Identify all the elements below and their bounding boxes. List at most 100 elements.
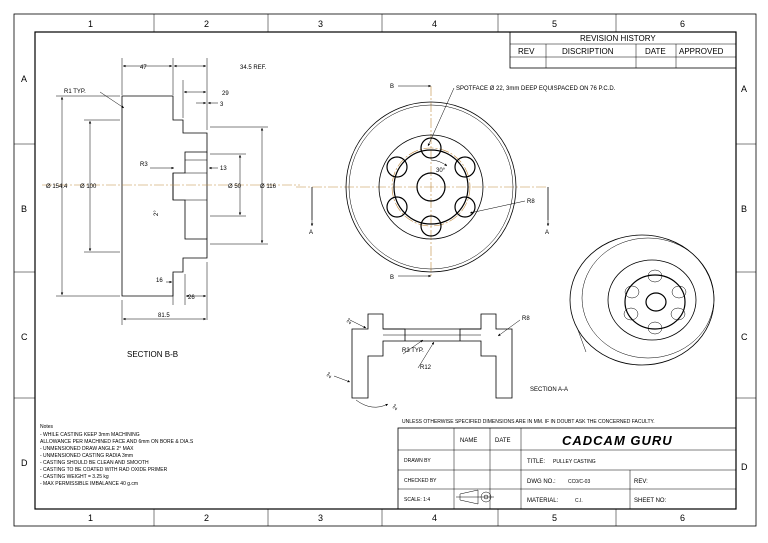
zone-row-b-right: B — [741, 204, 747, 214]
section-b-b-hatched-body — [121, 95, 208, 297]
front-view: SPOTFACE Ø 22, 3mm DEEP EQUISPACED ON 76… — [296, 84, 616, 281]
zone-row-d: D — [21, 458, 28, 468]
front-r8: R8 — [527, 199, 535, 205]
dim-dia-116: Ø 116 — [260, 184, 277, 190]
date-col-header: DATE — [495, 438, 511, 444]
dim-34-5-ref: 34.5 REF. — [240, 65, 267, 71]
section-b-b-view: 47 34.5 REF. 29 3 R1 TYP. R3 13 Ø 154.4 … — [42, 58, 300, 359]
dwg-no-label: DWG NO.: — [527, 479, 556, 485]
revision-history-table: REVISION HISTORY REV DISCRIPTION DATE AP… — [509, 31, 737, 69]
section-mark-b-bottom: B — [390, 275, 394, 281]
title-value: PULLEY CASTING — [553, 459, 596, 465]
dim-13: 13 — [220, 166, 227, 172]
section-a-a-hatched-body — [351, 313, 513, 399]
zone-row-a: A — [21, 74, 27, 84]
general-notes: Notes - WHILE CASTING KEEP 3mm MACHINING… — [40, 424, 194, 487]
approved-col-header: APPROVED — [679, 47, 724, 56]
note-line-6: - CASTING TO BE COATED WITH RAD OXIDE PR… — [40, 467, 168, 473]
zone-col-2-bottom: 2 — [204, 513, 209, 523]
note-line-7: - CASTING WEIGHT = 3.25 kg — [40, 474, 109, 480]
section-b-b-title: SECTION B-B — [127, 350, 178, 359]
scale-label: SCALE: 1:4 — [404, 497, 430, 503]
name-col-header: NAME — [460, 438, 477, 444]
zone-col-3-bottom: 3 — [318, 513, 323, 523]
spotface-pockets — [386, 137, 476, 237]
dim-dia-50: Ø 50 — [228, 184, 242, 190]
section-a-a-r12: R12 — [420, 365, 432, 371]
section-a-a-angle-bottom: 2° — [392, 403, 400, 411]
zone-col-4: 4 — [432, 19, 437, 29]
disclaimer-text: UNLESS OTHERWISE SPECIFIED DIMENSIONS AR… — [402, 419, 655, 425]
zone-column-labels-bottom: 1 2 3 4 5 6 — [88, 513, 685, 523]
web-circle — [378, 134, 484, 240]
title-label: TITLE: — [527, 459, 545, 465]
spotface-note: SPOTFACE Ø 22, 3mm DEEP EQUISPACED ON 76… — [456, 86, 616, 92]
dim-47: 47 — [140, 65, 147, 71]
checked-by-label: CHECKED BY — [404, 478, 437, 484]
zone-col-6-bottom: 6 — [680, 513, 685, 523]
drawn-by-label: DRAWN BY — [404, 458, 431, 464]
dim-draft-angle: 2° — [154, 210, 160, 216]
section-mark-a-left: A — [309, 230, 313, 236]
zone-row-labels-left: A B C D — [21, 74, 28, 468]
note-line-8: - MAX PERMISSIBLE IMBALANCE 40 g.cm — [40, 481, 138, 487]
section-a-a-angle-top: 2° — [346, 317, 354, 325]
note-line-1: - WHILE CASTING KEEP 3mm MACHINING — [40, 432, 140, 438]
zone-col-1: 1 — [88, 19, 93, 29]
outer-rim-circle — [345, 101, 517, 273]
section-a-a-r3-typ: R3 TYP. — [402, 348, 424, 354]
bore-circle — [416, 172, 446, 202]
material-value: C.I. — [575, 498, 583, 504]
zone-row-d-right: D — [741, 462, 748, 472]
note-line-2: ALLOWANCE PER MACHINED FACE AND 6mm ON B… — [40, 439, 194, 445]
section-mark-b-top: B — [390, 84, 394, 90]
dim-29: 29 — [222, 91, 229, 97]
zone-col-5: 5 — [552, 19, 557, 29]
note-line-5: - CASTING SHOULD BE CLEAN AND SMOOTH — [40, 460, 149, 466]
material-label: MATERIAL: — [527, 498, 559, 504]
rev-label: REV: — [634, 479, 648, 485]
title-block: UNLESS OTHERWISE SPECIFIED DIMENSIONS AR… — [397, 419, 737, 510]
section-mark-a-right: A — [545, 230, 549, 236]
sheet-border — [13, 13, 757, 527]
first-angle-projection-icon — [456, 489, 494, 505]
rev-col-header: REV — [518, 47, 535, 56]
zone-row-labels-right: A B C D — [741, 84, 748, 472]
zone-column-labels-top: 1 2 3 4 5 6 — [88, 19, 685, 29]
dim-r3: R3 — [140, 162, 148, 168]
zone-col-4-bottom: 4 — [432, 513, 437, 523]
dim-81-5: 81.5 — [158, 313, 170, 319]
cadcam-guru-logo: CADCAM GURU — [562, 433, 673, 448]
zone-col-6: 6 — [680, 19, 685, 29]
section-a-a-angle-left: 2° — [326, 371, 334, 379]
isometric-view — [569, 234, 715, 366]
dim-26: 26 — [188, 295, 195, 301]
section-a-a-title: SECTION A-A — [530, 387, 568, 393]
zone-col-3: 3 — [318, 19, 323, 29]
note-line-4: - UNMENSIONED CASTING RADIA 3mm — [40, 453, 133, 459]
dim-16: 16 — [156, 278, 163, 284]
section-a-a-r8: R8 — [522, 316, 530, 322]
spoke-ring-circle — [393, 149, 469, 225]
note-line-3: - UNMENSIONED DRAW ANGLE 2° MAX — [40, 446, 134, 452]
zone-col-5-bottom: 5 — [552, 513, 557, 523]
sheet-no-label: SHEET NO: — [634, 498, 667, 504]
description-col-header: DISCRIPTION — [562, 47, 614, 56]
zone-col-2: 2 — [204, 19, 209, 29]
zone-row-a-right: A — [741, 84, 747, 94]
zone-row-b: B — [21, 204, 27, 214]
revision-title: REVISION HISTORY — [580, 34, 656, 43]
logo-text: CADCAM GURU — [562, 433, 673, 448]
angle-30: 30° — [436, 168, 446, 174]
zone-row-c: C — [21, 332, 28, 342]
zone-col-1-bottom: 1 — [88, 513, 93, 523]
notes-title: Notes — [40, 424, 54, 430]
date-col-header: DATE — [645, 47, 666, 56]
dim-r1-typ: R1 TYP. — [64, 89, 86, 95]
dim-dia-154-4: Ø 154.4 — [46, 184, 68, 190]
pcd-circle — [391, 147, 471, 227]
dim-dia-100: Ø 100 — [80, 184, 97, 190]
dim-3: 3 — [220, 102, 224, 108]
